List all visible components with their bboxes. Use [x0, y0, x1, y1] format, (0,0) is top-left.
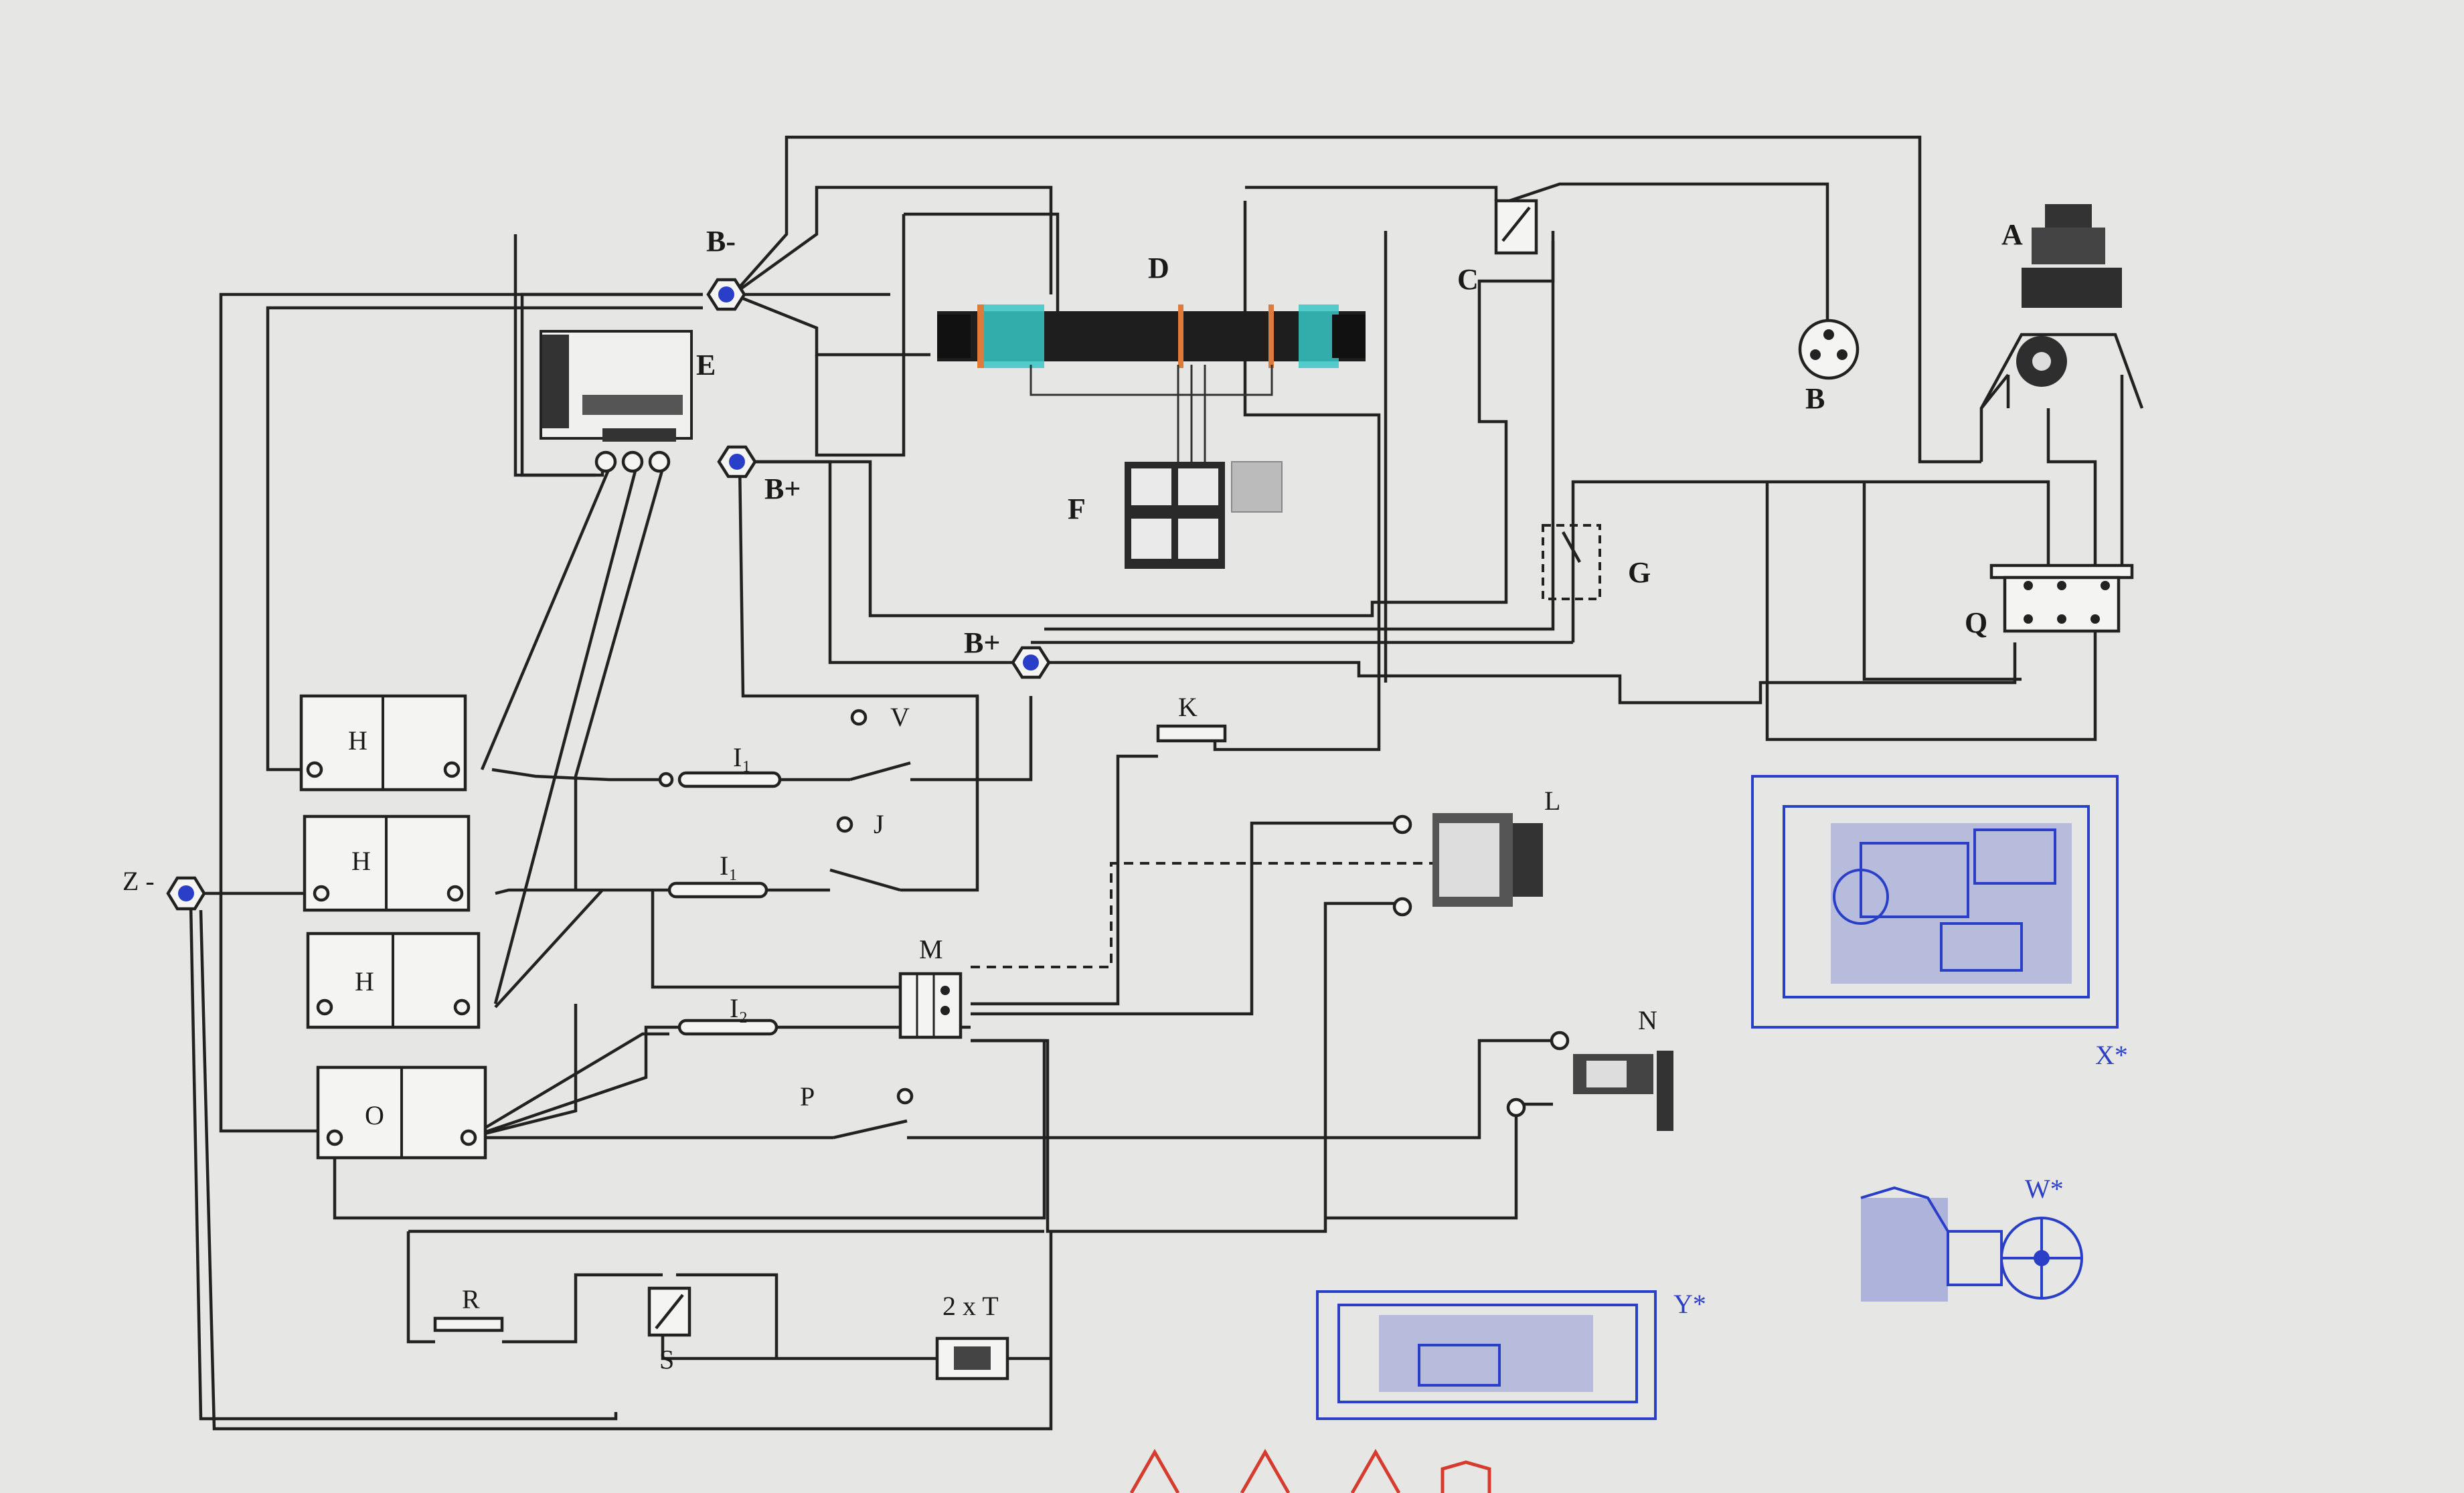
label-w: W*: [2025, 1174, 2064, 1204]
label-l: L: [1544, 786, 1560, 816]
terminal-b-minus: B-: [706, 225, 746, 311]
wires: [187, 135, 2124, 1431]
label-t: 2 x T: [942, 1291, 999, 1321]
label-r: R: [462, 1284, 480, 1314]
starter-n: N: [1506, 1005, 1673, 1131]
label-z-minus: Z -: [122, 866, 155, 896]
label-o: O: [365, 1100, 384, 1130]
fuse-i1-lower: I₁: [667, 851, 768, 899]
label-b-minus: B-: [706, 225, 736, 258]
label-m: M: [919, 934, 943, 964]
terminal-z-minus: Z -: [122, 866, 206, 911]
label-x: X*: [2095, 1040, 2128, 1070]
windlass-icon: [2045, 204, 2092, 228]
terminal-b-plus-upper: B+: [717, 445, 801, 505]
label-i1-upper: I₁: [733, 742, 751, 772]
component-r: R: [433, 1284, 504, 1332]
inset-y: Y*: [1316, 1289, 1706, 1420]
label-h1: H: [348, 725, 367, 756]
label-a: A: [2001, 218, 2023, 251]
fuse-i2: I₂: [677, 993, 778, 1036]
label-j: J: [874, 809, 884, 839]
battery-o: O: [316, 1065, 487, 1160]
switch-v: V: [849, 702, 911, 782]
relay-s: S: [647, 1286, 691, 1375]
switch-p: P: [800, 1081, 914, 1140]
terminal-b-plus-lower: B+: [964, 626, 1051, 679]
label-y: Y*: [1673, 1289, 1706, 1319]
label-b-plus-lower: B+: [964, 626, 1000, 659]
label-k: K: [1178, 692, 1198, 722]
relay-c: C: [1457, 199, 1538, 296]
switch-g: G: [1542, 524, 1651, 600]
terminal-z-minus-center: [178, 885, 194, 901]
label-i1-lower: I₁: [720, 851, 738, 881]
component-b: B: [1798, 319, 1860, 415]
label-b-plus-upper: B+: [764, 472, 801, 505]
label-s: S: [659, 1344, 674, 1375]
component-k: K: [1156, 692, 1227, 743]
terminal-strip-q: Q: [1965, 563, 2134, 639]
battery-h1: H: [299, 694, 467, 792]
fuse-icon: [677, 771, 782, 788]
terminal-b-plus-lower-center: [1023, 654, 1039, 671]
relay-icon: [898, 972, 963, 1039]
terminal-b-minus-center: [718, 286, 734, 302]
inset-w: W*: [1860, 1174, 2083, 1302]
panel-f: F: [1068, 461, 1283, 569]
device-e: E: [540, 330, 716, 473]
control-unit-d: D: [937, 252, 1366, 462]
switch-icon: [849, 761, 911, 782]
warning-icons: [1129, 1448, 1491, 1493]
label-e: E: [696, 349, 716, 381]
label-c: C: [1457, 263, 1479, 296]
label-p: P: [800, 1081, 815, 1112]
relay-m: M: [898, 934, 963, 1039]
label-f: F: [1068, 493, 1086, 525]
label-n: N: [1638, 1005, 1657, 1035]
label-h2: H: [351, 846, 371, 876]
battery-h3: H: [306, 932, 481, 1029]
label-v: V: [890, 702, 910, 732]
label-b: B: [1805, 382, 1825, 415]
label-d: D: [1148, 252, 1169, 284]
label-g: G: [1628, 556, 1651, 589]
battery-h2: H: [303, 814, 471, 912]
switch-j: J: [829, 809, 901, 892]
fuse-i1-upper: I₁: [658, 742, 782, 788]
label-h3: H: [355, 966, 374, 996]
windlass-a: A: [1980, 204, 2144, 410]
terminal-b-plus-upper-center: [729, 454, 745, 470]
inset-x: X*: [1751, 775, 2128, 1070]
label-q: Q: [1965, 606, 1987, 639]
label-i2: I₂: [730, 993, 748, 1023]
component-t: 2 x T: [935, 1291, 1009, 1381]
alternator-l: L: [1392, 786, 1560, 917]
